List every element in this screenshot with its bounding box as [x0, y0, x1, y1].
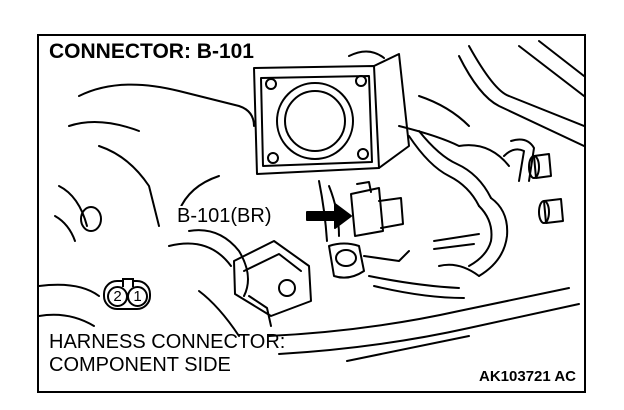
hose-fittings: [528, 153, 564, 224]
vacuum-hoses: [408, 130, 535, 277]
lower-assembly: [39, 229, 410, 337]
connector-pin-1: 1: [127, 286, 148, 307]
lower-pipes: [268, 275, 580, 362]
throttle-body: [253, 50, 410, 175]
harness-label-line1: HARNESS CONNECTOR:: [49, 331, 286, 353]
diagram-frame: 2 1 CONNECTOR: B-101 B-101(BR) HARNESS C…: [37, 34, 586, 393]
figure-code: AK103721 AC: [479, 368, 576, 385]
connector-lock-tab: [122, 278, 134, 287]
engine-bay-illustration: [39, 40, 584, 362]
connector-pin-2: 2: [107, 286, 128, 307]
connector-title: CONNECTOR: B-101: [47, 40, 256, 63]
connector-callout-label: B-101(BR): [175, 205, 274, 227]
callout-arrow: [306, 203, 352, 229]
harness-label-line2: COMPONENT SIDE: [49, 354, 231, 376]
